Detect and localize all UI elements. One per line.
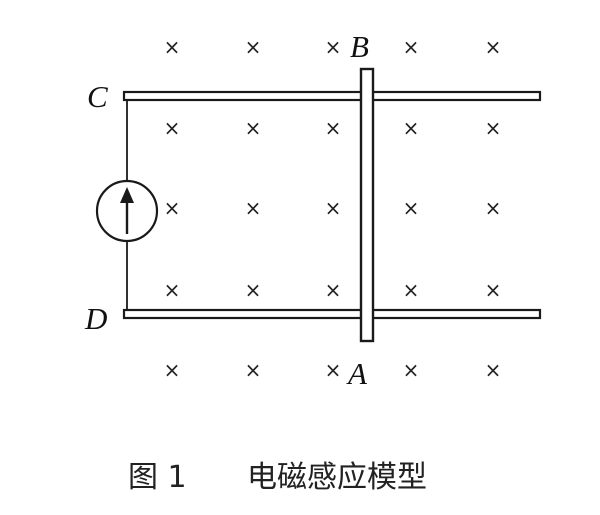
figure-caption-title: 电磁感应模型 [247,460,427,495]
field-cross-icon: × [403,358,420,382]
field-cross-icon: × [403,35,420,59]
field-cross-icon: × [403,278,420,302]
field-cross-icon: × [485,35,502,59]
field-cross-icon: × [403,196,420,220]
field-cross-icon: × [245,358,262,382]
field-cross-icon: × [485,358,502,382]
top-rail [122,90,542,102]
field-cross-icon: × [245,278,262,302]
field-cross-icon: × [245,196,262,220]
field-cross-icon: × [164,35,181,59]
galvanometer-icon [95,179,159,243]
field-cross-icon: × [325,358,342,382]
field-cross-icon: × [485,116,502,140]
field-cross-icon: × [164,196,181,220]
field-cross-icon: × [164,278,181,302]
label-c: C [87,79,108,114]
field-cross-icon: × [485,196,502,220]
figure-caption-number: 图 1 [128,460,187,495]
label-b: B [350,29,369,64]
field-cross-icon: × [485,278,502,302]
field-cross-icon: × [164,358,181,382]
field-cross-icon: × [164,116,181,140]
field-cross-icon: × [403,116,420,140]
field-cross-icon: × [325,35,342,59]
label-a: A [346,356,368,391]
field-cross-icon: × [245,116,262,140]
bottom-rail [122,308,542,320]
magnetic-field-into-page: × × × × × × × × × × × × × × × × × × × × × × × × × [164,35,502,382]
field-cross-icon: × [325,278,342,302]
field-cross-icon: × [325,116,342,140]
field-cross-icon: × [245,35,262,59]
label-d: D [84,301,107,336]
field-cross-icon: × [325,196,342,220]
sliding-rod [359,67,375,343]
